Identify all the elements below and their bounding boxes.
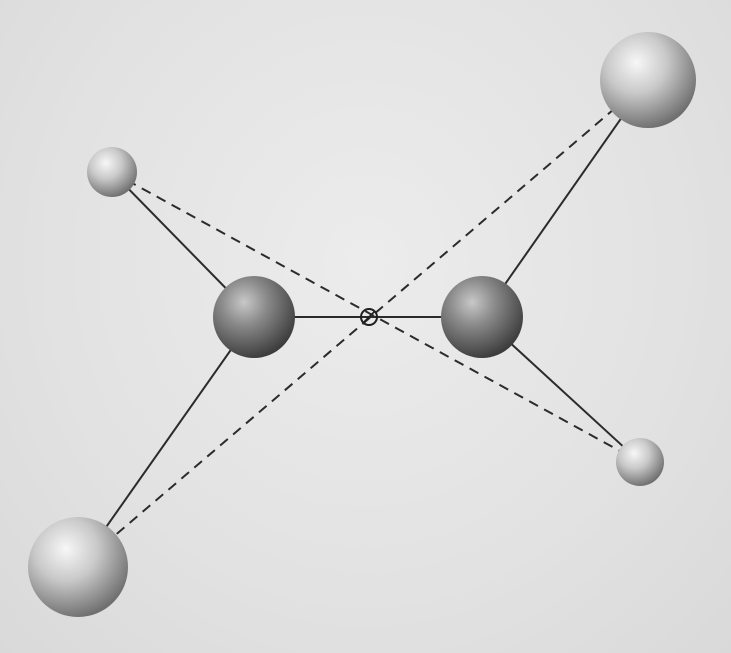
atom-large-bottom-left — [28, 517, 128, 617]
inversion-center-icon — [360, 308, 378, 326]
bond-left-to-large-bottom-left — [77, 316, 255, 568]
dashed-line-small-atoms — [111, 171, 641, 463]
bond-right-to-large-top-right — [481, 79, 649, 318]
atom-carbon-left — [213, 276, 295, 358]
atom-small-top-left — [87, 147, 137, 197]
atom-large-top-right — [600, 32, 696, 128]
atom-carbon-right — [441, 276, 523, 358]
atom-small-bottom-right — [616, 438, 664, 486]
